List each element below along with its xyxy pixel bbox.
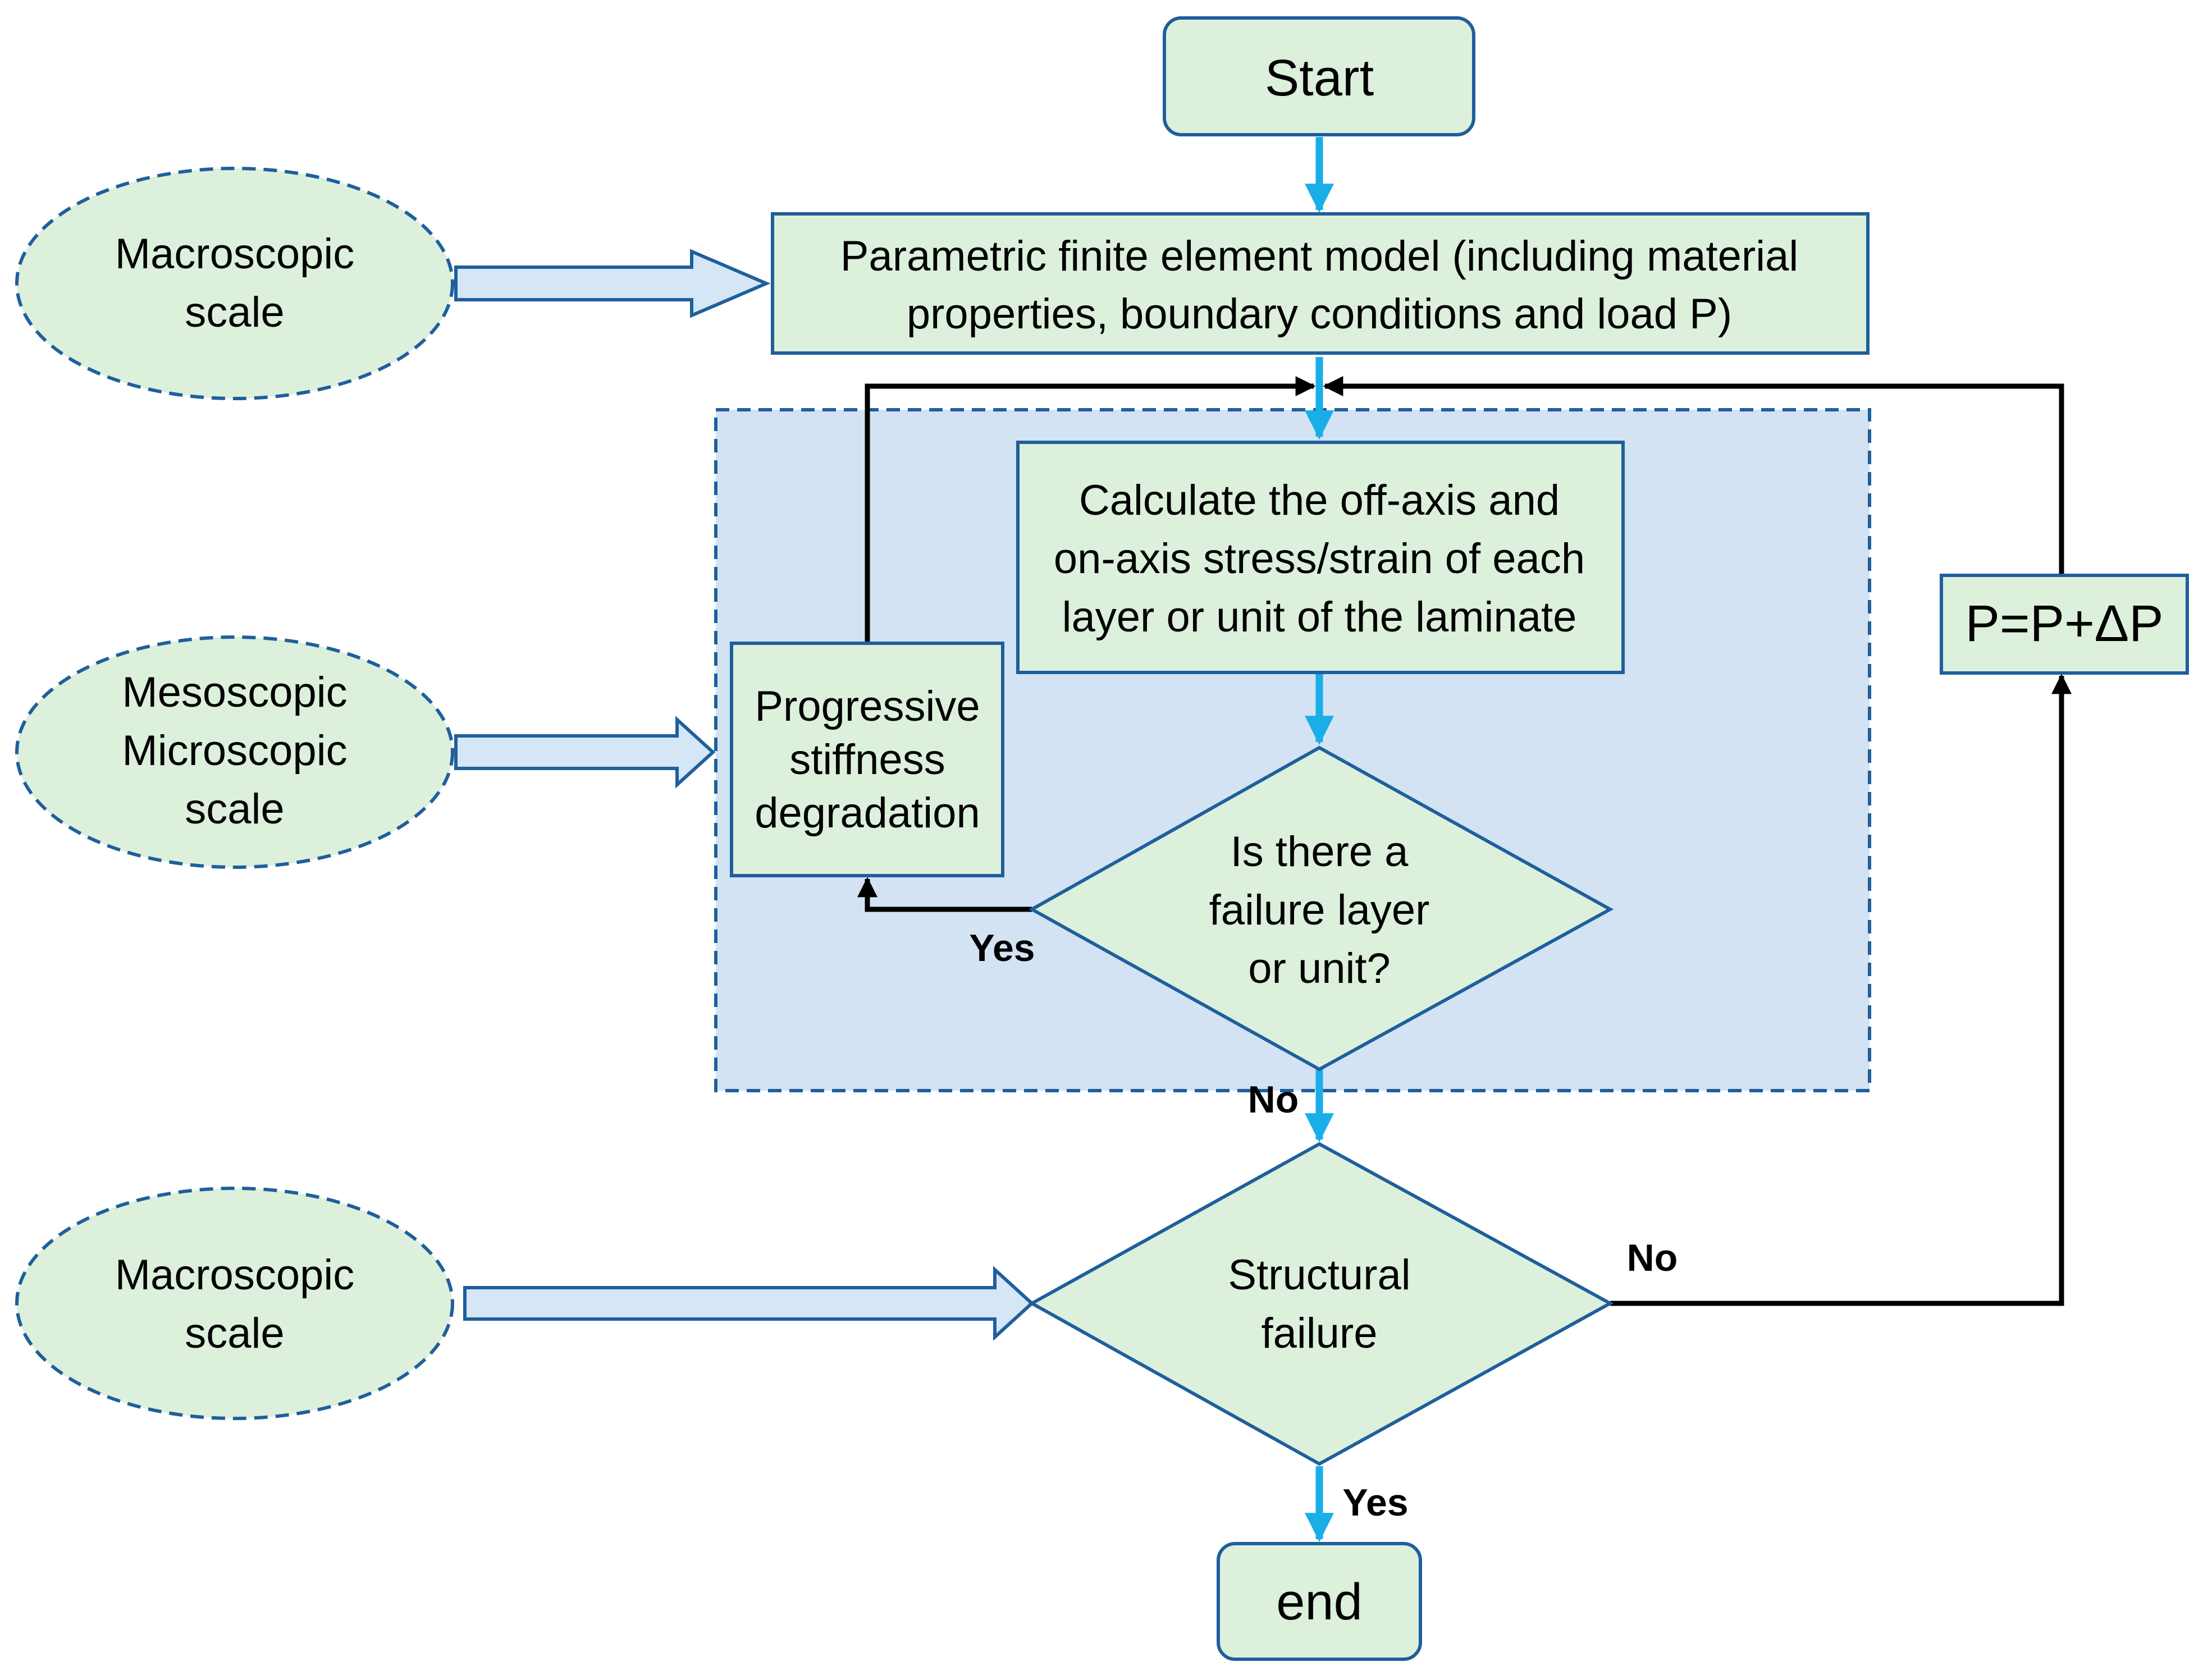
progressive-line-3: degradation	[755, 789, 980, 837]
calc-stress-line-3: layer or unit of the laminate	[1062, 593, 1577, 641]
scale-middle-line-3: scale	[185, 785, 284, 833]
structural-failure-decision: Structural failure	[1028, 1142, 1614, 1466]
failure-layer-line-3: or unit?	[1248, 945, 1391, 992]
arrow-yes-to-degradation	[857, 877, 1032, 912]
end-label: end	[1276, 1573, 1363, 1631]
increment-node: P=P+ΔP	[1940, 574, 2189, 675]
calc-stress-line-1: Calculate the off-axis and	[1079, 477, 1560, 524]
fem-model-line-2: properties, boundary conditions and load…	[907, 290, 1732, 338]
progressive-degradation-node: Progressive stiffness degradation	[730, 642, 1004, 877]
label-failure-yes: Yes	[969, 927, 1035, 969]
increment-label: P=P+ΔP	[1966, 595, 2164, 652]
scale-top-line-1: Macroscopic	[115, 230, 355, 278]
structural-failure-line-1: Structural	[1228, 1251, 1410, 1299]
label-structural-yes: Yes	[1342, 1481, 1408, 1524]
arrow-increment-loop	[1323, 376, 2064, 575]
scale-bottom: Macroscopic scale	[15, 1187, 454, 1420]
failure-layer-line-1: Is there a	[1231, 828, 1409, 876]
start-node: Start	[1163, 16, 1475, 136]
scale-arrow-middle	[454, 716, 716, 789]
scale-arrow-top	[454, 249, 771, 318]
scale-middle-line-2: Microscopic	[122, 727, 347, 775]
calc-stress-line-2: on-axis stress/strain of each	[1054, 535, 1585, 583]
scale-middle-line-1: Mesoscopic	[122, 669, 347, 716]
arrow-no-to-increment	[1610, 674, 2072, 1306]
scale-top: Macroscopic scale	[15, 167, 454, 400]
end-node: end	[1217, 1542, 1422, 1661]
progressive-line-1: Progressive	[755, 683, 980, 730]
label-failure-no: No	[1248, 1078, 1299, 1121]
label-structural-no: No	[1627, 1237, 1678, 1279]
fem-model-line-1: Parametric finite element model (includi…	[840, 232, 1799, 280]
scale-bottom-line-2: scale	[185, 1310, 284, 1357]
failure-layer-line-2: failure layer	[1209, 886, 1430, 934]
scale-top-line-2: scale	[185, 289, 284, 336]
scale-bottom-line-1: Macroscopic	[115, 1251, 355, 1299]
calc-stress-node: Calculate the off-axis and on-axis stres…	[1016, 441, 1625, 674]
arrow-degradation-loop	[865, 376, 1316, 643]
scale-arrow-bottom	[463, 1266, 1035, 1341]
start-label: Start	[1265, 49, 1374, 107]
scale-middle: Mesoscopic Microscopic scale	[15, 635, 454, 869]
structural-failure-line-2: failure	[1262, 1310, 1378, 1357]
progressive-line-2: stiffness	[789, 736, 945, 784]
fem-model-node: Parametric finite element model (includi…	[771, 212, 1870, 355]
failure-layer-decision: Is there a failure layer or unit?	[1028, 745, 1614, 1072]
